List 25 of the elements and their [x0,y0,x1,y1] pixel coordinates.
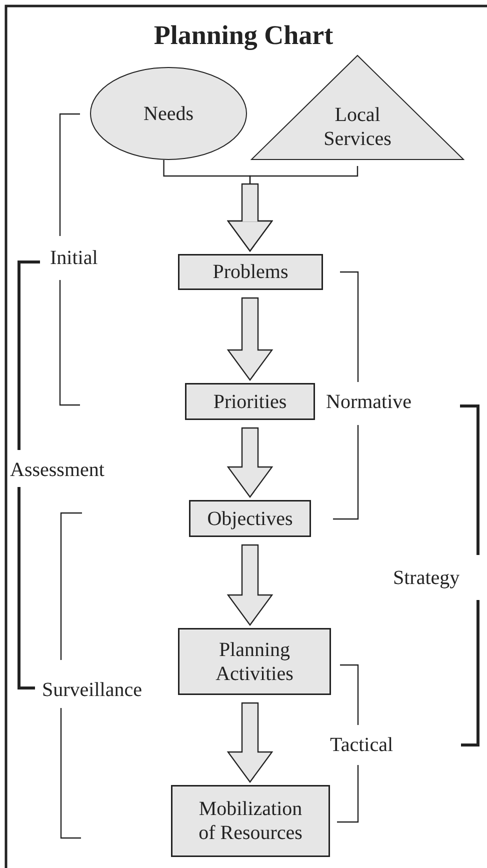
bracket-label: Tactical [330,735,393,755]
bracket-label: Strategy [393,568,460,588]
block-arrow [226,544,274,626]
node-label: Needs [144,102,194,126]
process-box [185,383,315,420]
triangle-node [251,55,464,160]
ellipse-node [90,67,247,160]
bracket-label: Initial [50,248,98,268]
chart-title: Planning Chart [154,20,334,51]
block-arrow [226,427,274,498]
block-arrow [226,297,274,382]
node-label: Mobilization of Resources [198,797,304,845]
node-label: Problems [212,260,288,284]
bracket-label: Surveillance [42,680,142,700]
process-box [178,628,331,695]
node-label: Planning Activities [214,638,294,686]
node-label: Objectives [207,506,293,530]
bracket-label: Assessment [10,460,104,480]
process-box [189,500,311,537]
process-box [171,785,330,857]
block-arrow [226,702,274,784]
bracket-label: Normative [326,392,412,412]
process-box [178,254,323,290]
node-label: Priorities [213,390,287,414]
node-label: Local Services [322,102,392,150]
